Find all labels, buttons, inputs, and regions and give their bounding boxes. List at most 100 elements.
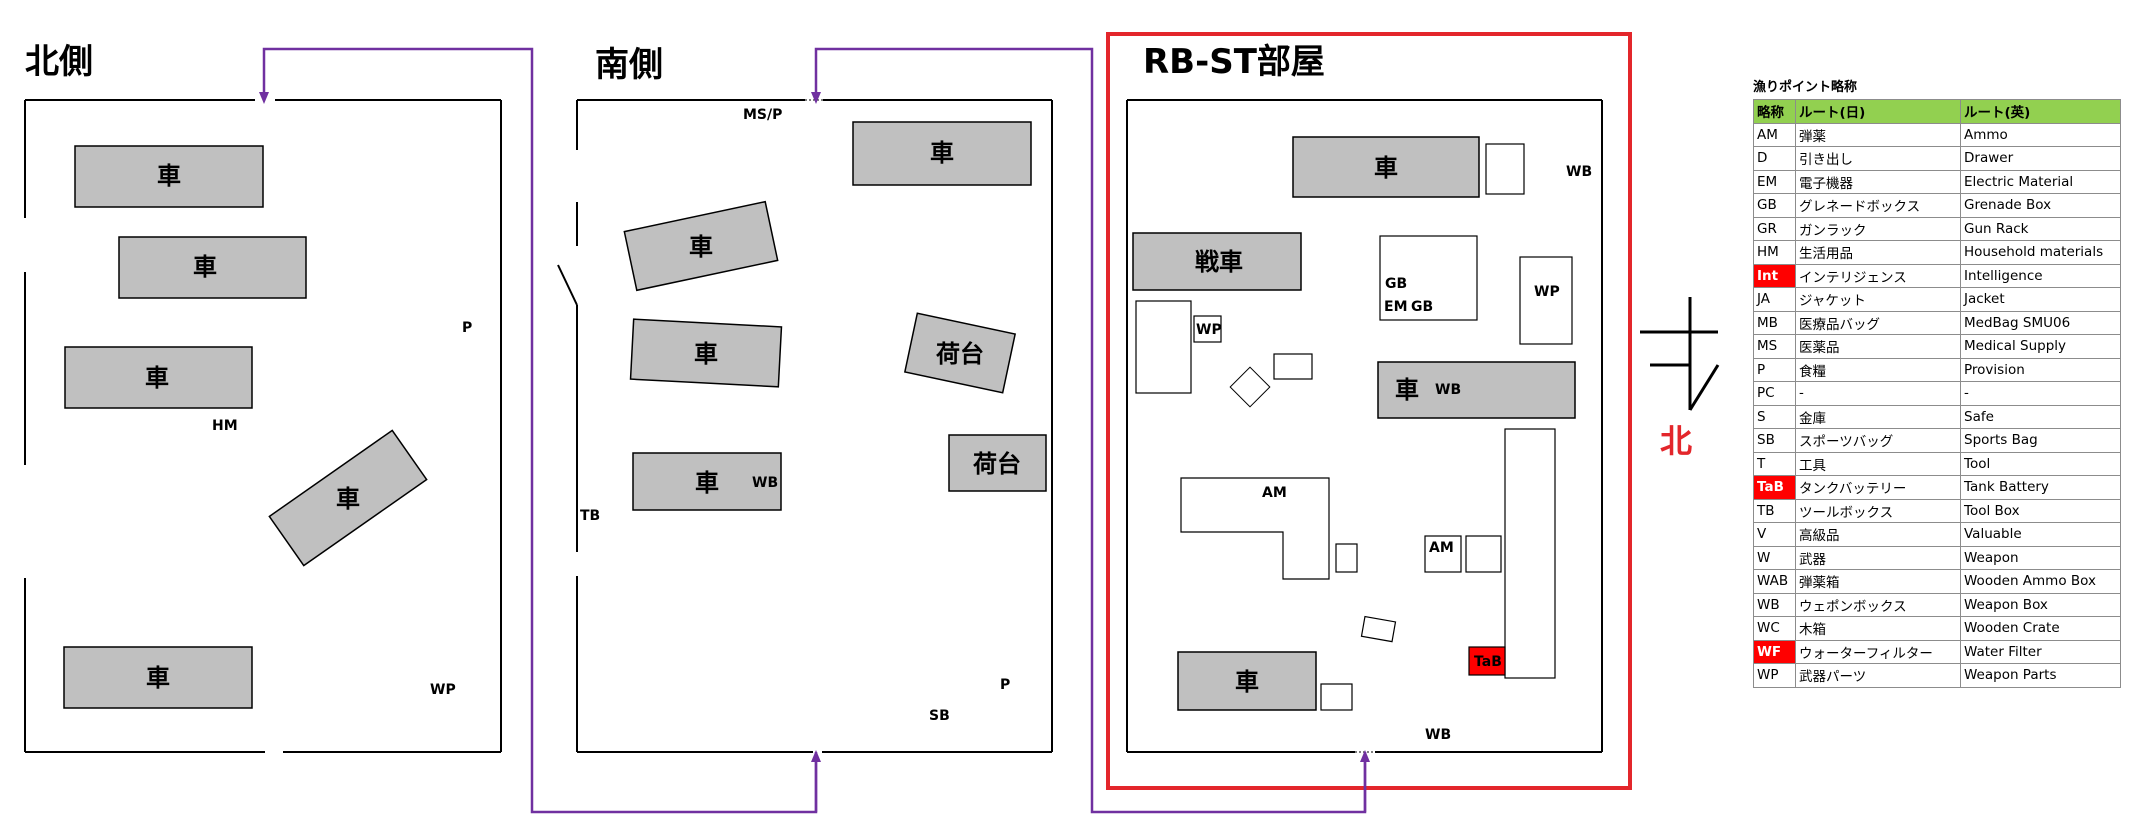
legend-route-en: Medical Supply [1960, 334, 2121, 359]
north-cars: 車 車 車 車 車 [63, 145, 428, 709]
legend-route-en: Sports Bag [1960, 428, 2121, 453]
north-car-3 [64, 346, 253, 409]
legend-route-en: MedBag SMU06 [1960, 310, 2121, 335]
north-car-1-label: 車 [157, 162, 181, 190]
rbst-label-wp-left: WP [1196, 322, 1222, 338]
south-car-4 [632, 452, 782, 511]
legend-abbr: GR [1753, 216, 1796, 241]
rbst-box-1 [1485, 143, 1525, 195]
rbst-small-box-4 [1320, 683, 1353, 711]
legend-abbr: WAB [1753, 569, 1796, 594]
legend-route-ja: 武器パーツ [1795, 663, 1961, 688]
legend-abbr: PC [1753, 381, 1796, 406]
south-area [557, 99, 1053, 753]
route-arrow-south-to-north [259, 47, 818, 814]
south-cars: 車 車 車 車 WB 荷台 荷台 [623, 121, 1047, 511]
legend-route-ja: 引き出し [1795, 146, 1961, 171]
legend-abbr: WB [1753, 592, 1796, 617]
rbst-tank [1132, 232, 1302, 291]
north-car-1 [74, 145, 264, 208]
legend-abbr: V [1753, 522, 1796, 547]
south-cargo-2 [948, 434, 1047, 492]
legend-route-ja: 医療品バッグ [1795, 310, 1961, 335]
rbst-tilted-box [1360, 615, 1397, 643]
south-label-tb: TB [580, 508, 600, 524]
rbst-label-gb-2: GB [1411, 299, 1433, 315]
south-section-title: 南側 [595, 45, 663, 85]
legend-abbr: WF [1753, 639, 1796, 664]
rbst-label-am-2: AM [1429, 540, 1454, 556]
north-car-5 [63, 646, 253, 709]
legend-route-ja: 電子機器 [1795, 169, 1961, 194]
legend-header-ja: ルート(日) [1795, 99, 1961, 124]
legend-route-ja: 生活用品 [1795, 240, 1961, 265]
legend-route-en: Gun Rack [1960, 216, 2121, 241]
rbst-area [1126, 99, 1603, 753]
north-area [24, 99, 502, 753]
legend-route-ja: 医薬品 [1795, 334, 1961, 359]
rbst-highlight-frame [1106, 32, 1632, 790]
rbst-long-shelf [1504, 428, 1556, 679]
legend-abbr: JA [1753, 287, 1796, 312]
south-car-4-wb: WB [752, 475, 778, 491]
legend-abbr: S [1753, 404, 1796, 429]
south-cargo-1 [903, 312, 1017, 394]
legend-route-en: Drawer [1960, 146, 2121, 171]
rbst-l-desk [1180, 477, 1330, 580]
rbst-car-2-label: 車 [1395, 376, 1419, 404]
north-compass-label: 北 [1660, 422, 1692, 460]
legend-route-en: Weapon Parts [1960, 663, 2121, 688]
south-cargo-1-label: 荷台 [936, 340, 984, 368]
legend-route-ja: インテリジェンス [1795, 263, 1961, 288]
legend-abbr: WP [1753, 663, 1796, 688]
north-car-5-label: 車 [146, 664, 170, 692]
south-cargo-2-label: 荷台 [973, 450, 1021, 478]
legend-abbr: W [1753, 545, 1796, 570]
legend-abbr: EM [1753, 169, 1796, 194]
legend-abbr: TB [1753, 498, 1796, 523]
legend-route-en: Tool [1960, 451, 2121, 476]
legend-route-en: - [1960, 381, 2121, 406]
legend-route-ja: 武器 [1795, 545, 1961, 570]
legend-route-ja: 食糧 [1795, 357, 1961, 382]
north-label-wp: WP [430, 682, 456, 698]
legend-route-en: Safe [1960, 404, 2121, 429]
legend-header-en: ルート(英) [1960, 99, 2121, 124]
legend-abbr: GB [1753, 193, 1796, 218]
south-label-sb: SB [929, 708, 950, 724]
legend-route-ja: 弾薬 [1795, 122, 1961, 147]
rbst-diamond [1229, 366, 1271, 408]
legend-route-ja: ガンラック [1795, 216, 1961, 241]
legend-route-en: Provision [1960, 357, 2121, 382]
rbst-label-tab: TaB [1474, 654, 1502, 670]
north-car-4 [268, 429, 428, 567]
rbst-tank-label: 戦車 [1195, 248, 1243, 276]
legend-route-ja: スポーツバッグ [1795, 428, 1961, 453]
legend-abbr: SB [1753, 428, 1796, 453]
south-car-2 [623, 200, 779, 292]
rbst-am-box [1424, 535, 1462, 573]
rbst-car-3-label: 車 [1235, 668, 1259, 696]
rbst-label-gb-1: GB [1385, 276, 1407, 292]
south-car-1 [852, 121, 1032, 186]
rbst-desk-left [1135, 300, 1192, 394]
legend-route-ja: ウェポンボックス [1795, 592, 1961, 617]
